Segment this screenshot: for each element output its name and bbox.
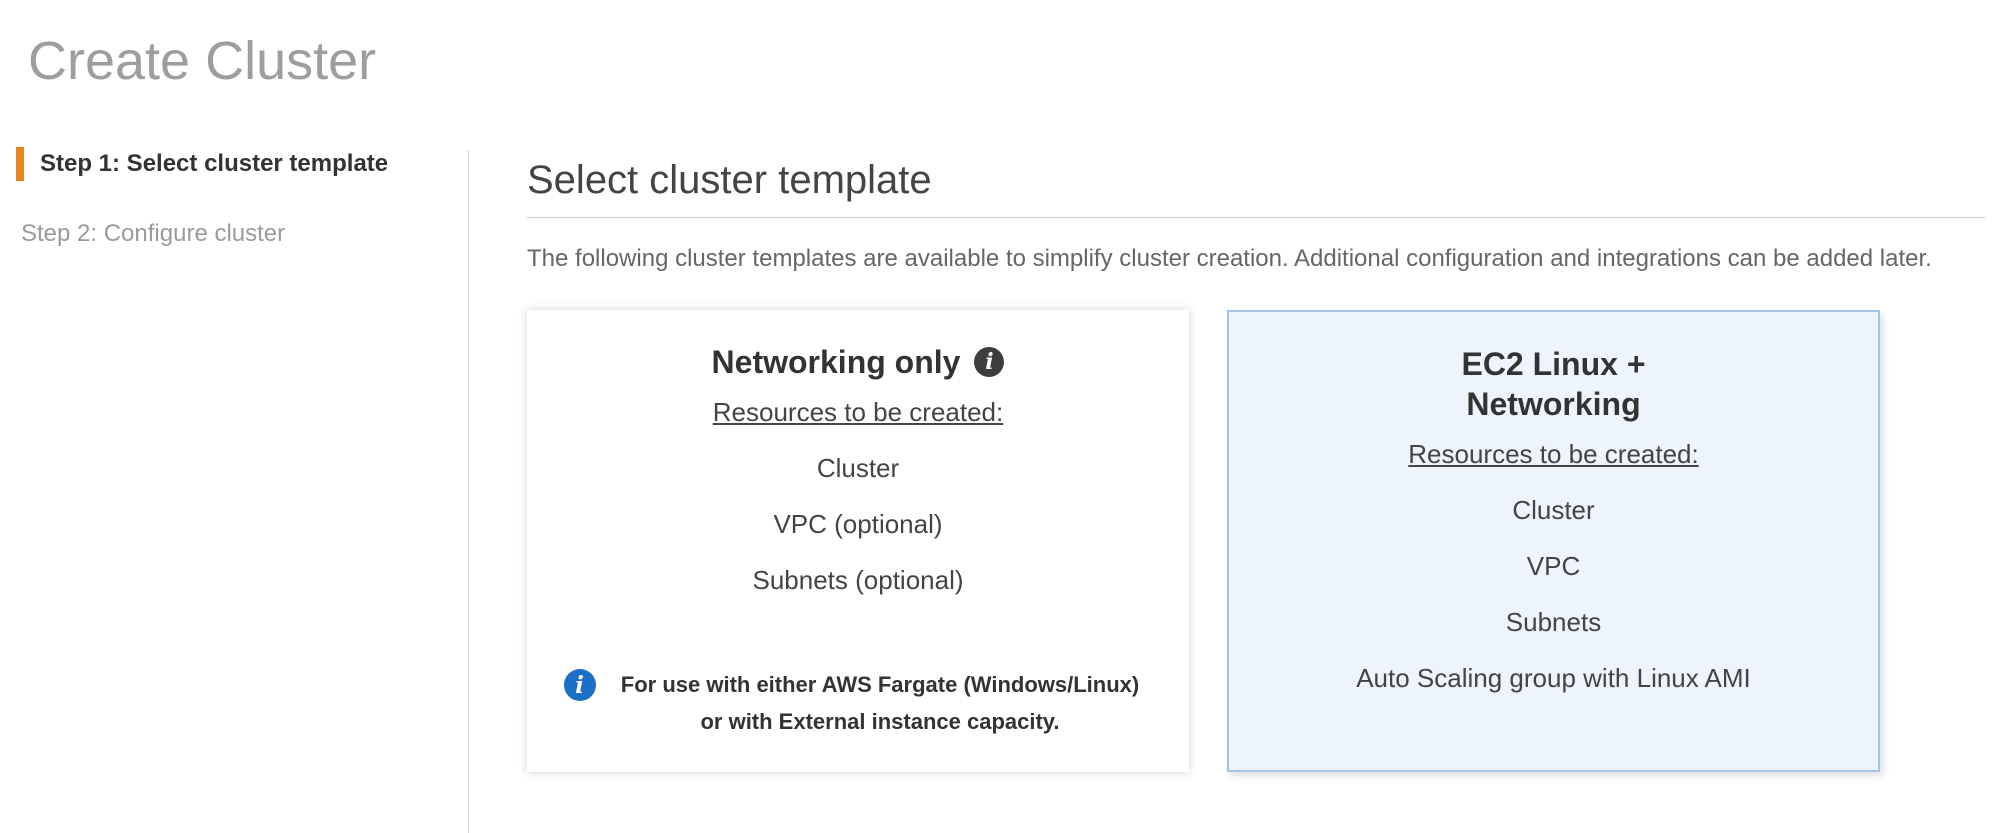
resources-label: Resources to be created:: [712, 397, 1004, 427]
resources-label: Resources to be created:: [1408, 439, 1699, 469]
section-divider: [527, 217, 1985, 218]
card-title: Networking only: [711, 344, 961, 380]
page-title: Create Cluster: [28, 31, 377, 91]
resource-item: Subnets (optional): [752, 565, 964, 595]
main-content: Select cluster template The following cl…: [527, 158, 1987, 772]
info-icon: i: [563, 669, 596, 701]
resource-item: Cluster: [816, 453, 900, 483]
step-item-1[interactable]: Step 1: Select cluster template: [16, 147, 460, 181]
resource-item: VPC (optional): [773, 509, 943, 539]
template-card-networking-only[interactable]: Networking only i Resources to be create…: [527, 310, 1189, 772]
section-title: Select cluster template: [527, 158, 932, 202]
resource-item: Auto Scaling group with Linux AMI: [1356, 663, 1751, 693]
info-icon[interactable]: i: [974, 347, 1005, 377]
resource-item: VPC: [1526, 551, 1581, 581]
steps-nav: Step 1: Select cluster template Step 2: …: [0, 147, 460, 287]
template-cards: Networking only i Resources to be create…: [527, 310, 1987, 772]
section-description: The following cluster templates are avai…: [527, 245, 1932, 272]
vertical-divider: [468, 150, 469, 833]
card-note-text: For use with either AWS Fargate (Windows…: [620, 672, 1140, 734]
card-title: EC2 Linux + Networking: [1461, 346, 1646, 422]
resource-item: Cluster: [1512, 495, 1595, 525]
card-title-row: Networking only i: [712, 342, 1005, 382]
step-item-2: Step 2: Configure cluster: [21, 220, 286, 247]
card-note: i For use with either AWS Fargate (Windo…: [527, 666, 1189, 740]
template-card-ec2-linux-networking[interactable]: EC2 Linux + Networking Resources to be c…: [1227, 310, 1880, 772]
resource-item: Subnets: [1505, 607, 1602, 637]
